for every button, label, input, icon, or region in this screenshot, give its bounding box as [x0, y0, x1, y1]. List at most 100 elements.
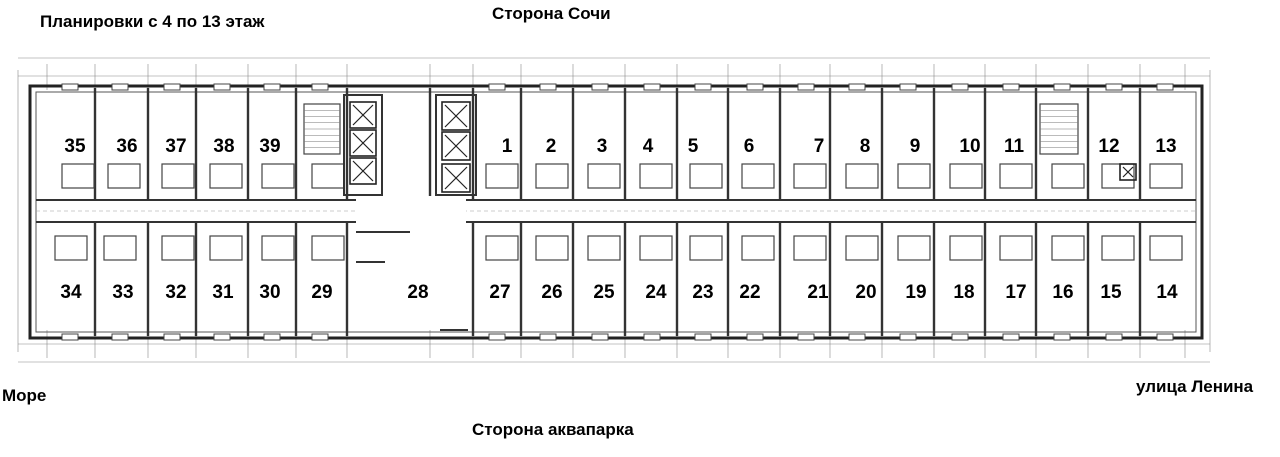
elevator-cross: [444, 104, 468, 128]
apartment-number: 34: [60, 282, 82, 303]
bathroom-block: [741, 163, 775, 189]
bathroom-block: [485, 163, 519, 189]
bathroom-block: [845, 235, 879, 261]
window: [591, 83, 609, 91]
bathroom-block: [103, 235, 137, 261]
window: [643, 83, 661, 91]
bathroom-block: [535, 235, 569, 261]
bathroom-block: [1051, 235, 1085, 261]
lobby-opening: [356, 196, 466, 226]
apartment-number: 3: [597, 136, 608, 157]
bathroom-block: [485, 235, 519, 261]
floor-range-title: Планировки с 4 по 13 этаж: [40, 12, 265, 31]
window: [1053, 83, 1071, 91]
window: [643, 333, 661, 341]
apartment-number: 17: [1005, 282, 1026, 303]
apartment-number: 18: [953, 282, 974, 303]
window: [213, 333, 231, 341]
elevator-shaft: [441, 101, 471, 131]
elevator-shaft: [349, 101, 377, 129]
window: [163, 83, 181, 91]
bathroom-block: [689, 235, 723, 261]
apartment-number: 10: [959, 136, 980, 157]
window: [1105, 83, 1123, 91]
window: [1002, 333, 1020, 341]
bathroom-block: [741, 235, 775, 261]
bathroom-block: [1149, 163, 1183, 189]
elevator-block: [343, 94, 383, 196]
bathroom-block: [845, 163, 879, 189]
window: [1156, 83, 1174, 91]
bathroom-block: [107, 163, 141, 189]
bathroom-block: [311, 235, 345, 261]
apartment-number: 23: [692, 282, 713, 303]
bathroom-block: [535, 163, 569, 189]
bathroom-block: [793, 163, 827, 189]
bathroom-block: [161, 163, 195, 189]
apartment-number: 36: [116, 136, 137, 157]
window: [1156, 333, 1174, 341]
apartment-number: 8: [860, 136, 871, 157]
outer-wall: [28, 84, 1204, 340]
apartment-number: 20: [855, 282, 876, 303]
elevator-block: [435, 94, 477, 196]
window: [848, 333, 866, 341]
apartment-number: 28: [407, 282, 428, 303]
window: [797, 333, 815, 341]
apartment-number: 7: [814, 136, 825, 157]
window: [263, 83, 281, 91]
elevator-cross: [352, 132, 374, 154]
window: [797, 83, 815, 91]
apartment-number: 25: [593, 282, 615, 303]
window: [539, 333, 557, 341]
window: [311, 83, 329, 91]
elevator-shaft: [441, 131, 471, 161]
apartment-number: 21: [807, 282, 829, 303]
bathroom-block: [949, 235, 983, 261]
window: [111, 333, 129, 341]
window: [1053, 333, 1071, 341]
window: [213, 83, 231, 91]
apartment-number: 14: [1156, 282, 1178, 303]
apartment-number: 26: [541, 282, 562, 303]
bathroom-block: [161, 235, 195, 261]
apartment-number: 37: [165, 136, 186, 157]
elevator-shaft: [349, 157, 377, 185]
apartment-number: 33: [112, 282, 133, 303]
apartment-number: 15: [1100, 282, 1122, 303]
bathroom-block: [209, 163, 243, 189]
bathroom-block: [639, 163, 673, 189]
apartment-number: 22: [739, 282, 760, 303]
bathroom-block: [999, 163, 1033, 189]
bathroom-block: [897, 163, 931, 189]
window: [746, 333, 764, 341]
bathroom-block: [61, 163, 95, 189]
bathroom-block: [587, 163, 621, 189]
window: [1105, 333, 1123, 341]
window: [311, 333, 329, 341]
bathroom-block: [261, 235, 295, 261]
apartment-number: 6: [744, 136, 755, 157]
window: [111, 83, 129, 91]
apartment-number: 35: [64, 136, 86, 157]
apartment-number: 19: [905, 282, 926, 303]
window: [163, 333, 181, 341]
window: [488, 83, 506, 91]
side-label-right: улица Ленина: [1136, 377, 1254, 396]
bathroom-block: [1149, 235, 1183, 261]
window: [591, 333, 609, 341]
plan-walls: [17, 57, 1211, 363]
window: [951, 333, 969, 341]
apartment-number: 4: [643, 136, 654, 157]
bathroom-block: [1051, 163, 1085, 189]
bathroom-block: [1101, 235, 1135, 261]
bathroom-block: [311, 163, 345, 189]
bathroom-block: [261, 163, 295, 189]
bathroom-block: [639, 235, 673, 261]
bathroom-block: [1101, 163, 1135, 189]
window: [694, 83, 712, 91]
elevator-shafts: [349, 101, 1137, 193]
apartment-number: 24: [645, 282, 667, 303]
